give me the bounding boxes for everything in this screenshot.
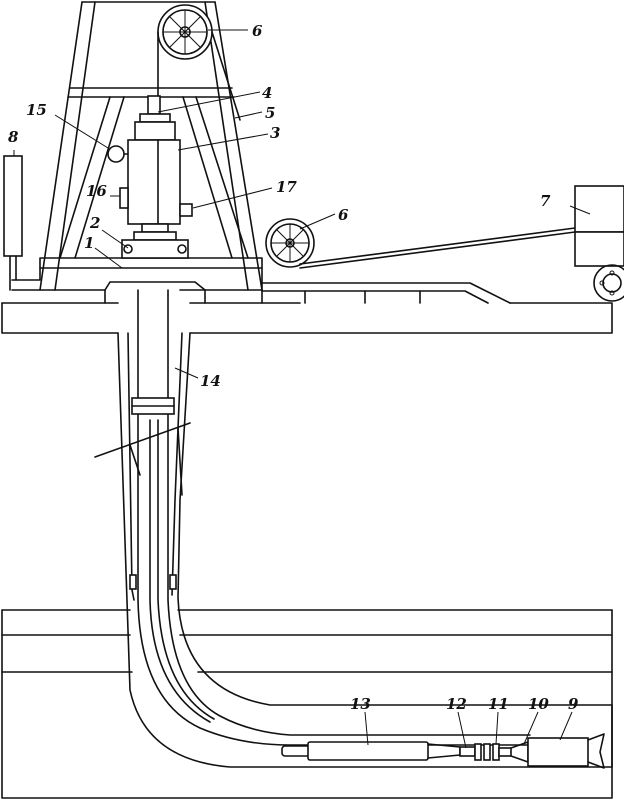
tool-string bbox=[281, 733, 605, 769]
control-panel bbox=[3, 155, 23, 291]
label-15: 15 bbox=[26, 101, 47, 119]
ground-surface bbox=[1, 302, 613, 334]
rig-floor bbox=[11, 257, 263, 304]
label-6-top: 6 bbox=[252, 22, 263, 40]
leader-lines bbox=[13, 29, 591, 749]
derrick-mast bbox=[39, 1, 263, 291]
label-5: 5 bbox=[265, 104, 275, 122]
label-3: 3 bbox=[270, 124, 280, 142]
label-2: 2 bbox=[89, 214, 100, 232]
label-8: 8 bbox=[8, 128, 19, 146]
label-14: 14 bbox=[200, 372, 221, 390]
coiled-tubing bbox=[131, 289, 531, 746]
break-line bbox=[94, 422, 191, 496]
label-9: 9 bbox=[568, 695, 579, 713]
casing-inner bbox=[127, 332, 183, 601]
label-13: 13 bbox=[350, 695, 371, 713]
label-16: 16 bbox=[86, 182, 107, 200]
label-7: 7 bbox=[540, 192, 551, 210]
cable-line bbox=[299, 227, 576, 269]
label-17: 17 bbox=[276, 178, 297, 196]
injector-head bbox=[107, 95, 193, 225]
formation-layers bbox=[1, 609, 613, 799]
labels: 6 4 5 3 15 8 16 17 2 1 6 7 14 13 12 11 1… bbox=[8, 22, 579, 713]
wellhead-bop bbox=[121, 223, 189, 259]
label-12: 12 bbox=[446, 695, 467, 713]
crown-sheave bbox=[157, 4, 241, 121]
label-10: 10 bbox=[528, 695, 549, 713]
surface-unit bbox=[574, 185, 624, 302]
cable-duct bbox=[261, 282, 511, 304]
label-6-lower: 6 bbox=[338, 206, 349, 224]
label-11: 11 bbox=[488, 695, 509, 713]
label-1: 1 bbox=[84, 234, 94, 252]
label-4: 4 bbox=[262, 84, 272, 102]
guide-sheave bbox=[265, 218, 315, 268]
